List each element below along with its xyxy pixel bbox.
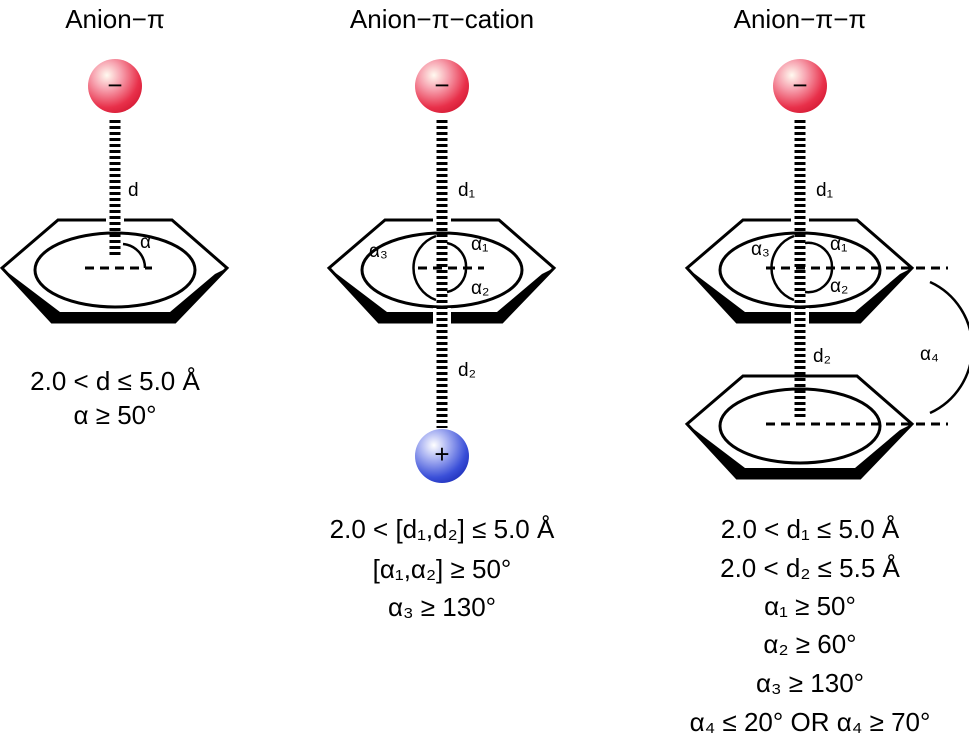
- panel-title: Anion−π: [65, 4, 165, 34]
- label-alpha1: α₁: [471, 234, 488, 255]
- anion-sign: −: [107, 70, 122, 100]
- angle-alpha3-arc: [770, 234, 795, 302]
- anion-sphere: [773, 59, 827, 113]
- panel-anion-pi-pi: Anion−π−π d₁ α₃ α₁ α₂ d₂ α₄ − 2.0 < d₁ ≤…: [685, 4, 969, 737]
- condition: α₄ ≤ 20° OR α₄ ≥ 70°: [690, 707, 931, 737]
- label-d2: d₂: [458, 360, 476, 381]
- anion-sphere: [88, 59, 142, 113]
- anion-sign: −: [434, 70, 449, 100]
- label-d1: d₁: [458, 180, 475, 201]
- condition: α ≥ 50°: [73, 400, 156, 430]
- condition: α₃ ≥ 130°: [756, 668, 864, 698]
- condition: [α₁,α₂] ≥ 50°: [373, 554, 512, 584]
- angle-alpha-arc: [122, 242, 147, 269]
- label-d: d: [128, 180, 139, 201]
- anion-sign: −: [792, 70, 807, 100]
- panel-anion-pi: Anion−π d α − 2.0 < d ≤ 5.0 Å α ≥ 50°: [0, 4, 229, 430]
- label-alpha1: α₁: [830, 234, 847, 255]
- anion-sphere: [415, 59, 469, 113]
- angle-alpha1-arc: [804, 241, 834, 269]
- angle-alpha1-arc: [446, 241, 468, 269]
- condition: α₂ ≥ 60°: [763, 629, 856, 659]
- cation-sphere: [415, 429, 469, 483]
- angle-alpha4-arc: [929, 280, 969, 415]
- angle-alpha3-arc: [412, 234, 437, 302]
- label-alpha2: α₂: [830, 276, 848, 297]
- label-alpha2: α₂: [471, 278, 489, 299]
- label-alpha3: α₃: [751, 239, 770, 260]
- angle-alpha2-arc: [804, 267, 834, 294]
- condition: 2.0 < d ≤ 5.0 Å: [30, 366, 200, 396]
- angle-alpha2-arc: [446, 267, 468, 294]
- condition: 2.0 < d₂ ≤ 5.5 Å: [720, 553, 900, 583]
- label-d1: d₁: [816, 180, 833, 201]
- condition: α₁ ≥ 50°: [764, 591, 856, 621]
- panel-title: Anion−π−π: [734, 4, 867, 34]
- condition: α₃ ≥ 130°: [388, 592, 496, 622]
- panel-title: Anion−π−cation: [350, 4, 534, 34]
- condition: 2.0 < [d₁,d₂] ≤ 5.0 Å: [330, 514, 555, 544]
- label-alpha3: α₃: [369, 241, 388, 262]
- condition: 2.0 < d₁ ≤ 5.0 Å: [721, 514, 900, 544]
- label-alpha4: α₄: [920, 344, 939, 365]
- label-d2: d₂: [813, 346, 831, 367]
- panel-anion-pi-cation: Anion−π−cation d₁ α₃ α₁ α₂ d₂ − + 2.0 < …: [327, 4, 556, 622]
- label-alpha: α: [140, 232, 151, 253]
- cation-sign: +: [434, 439, 449, 469]
